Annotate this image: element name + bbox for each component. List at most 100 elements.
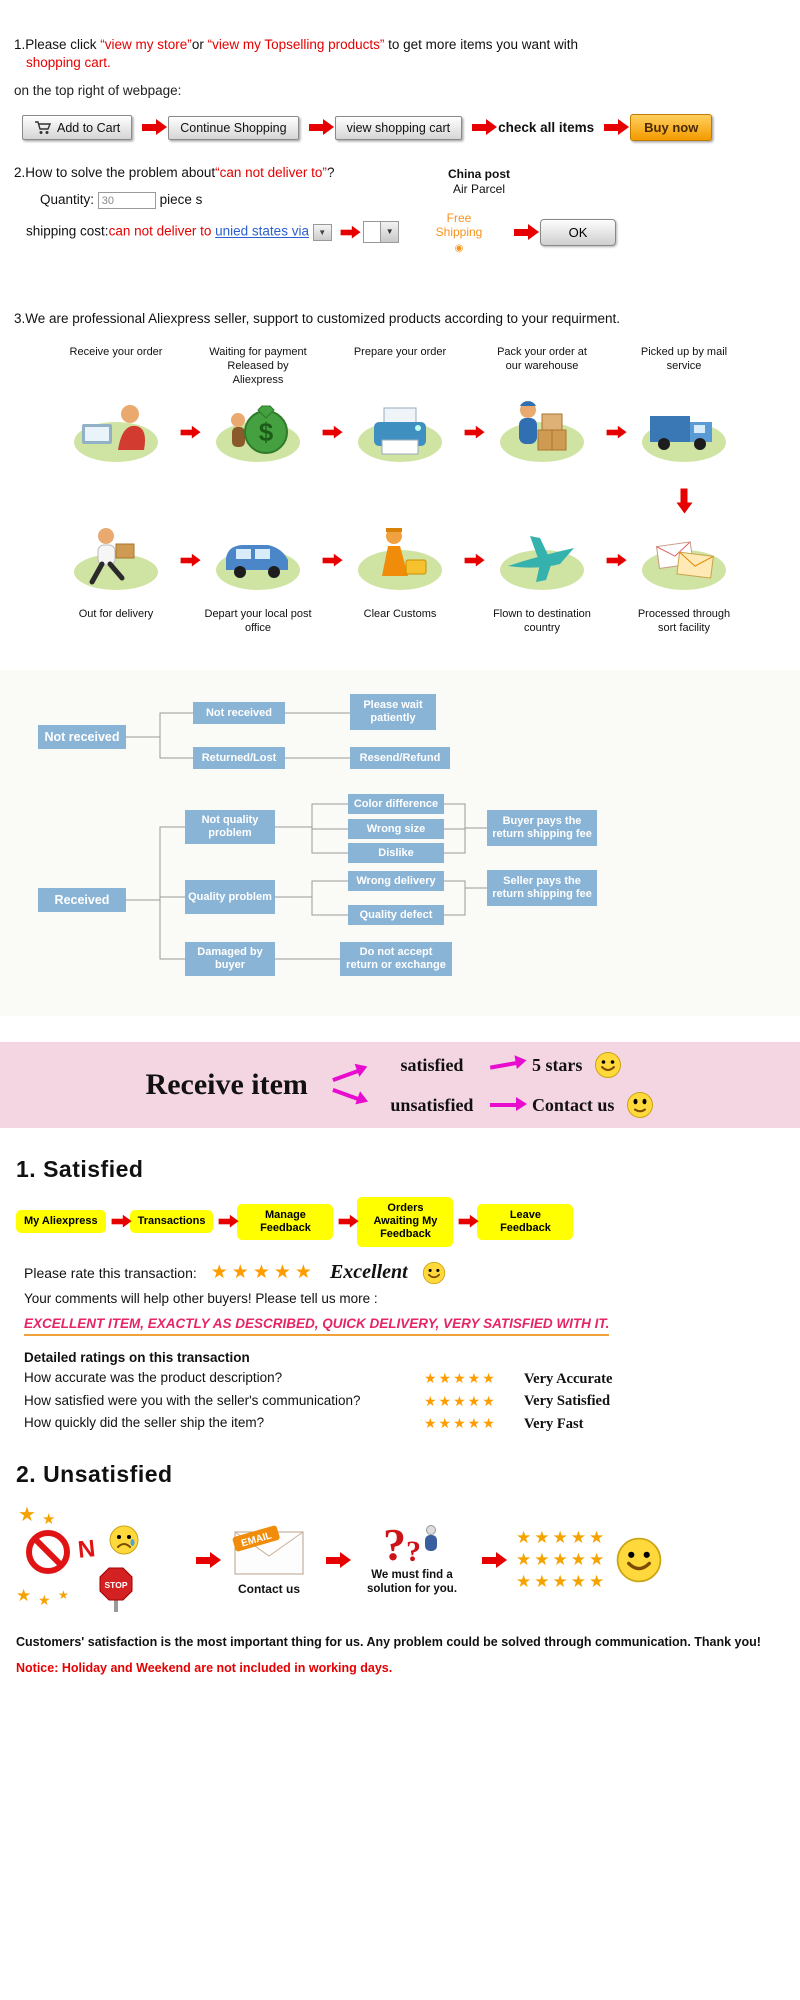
can-not-deliver-text: can not deliver to (108, 223, 216, 239)
section-satisfied: 1. Satisfied My Aliexpress Transactions … (0, 1128, 800, 1435)
flow-node-not-received: Not received (193, 702, 285, 725)
rating-row: How quickly did the seller ship the item… (24, 1413, 800, 1435)
nav-leave-feedback[interactable]: Leave Feedback (477, 1203, 574, 1241)
rating-answer: Very Fast (524, 1415, 584, 1432)
target-icon: ◉ (454, 242, 464, 254)
delivery-man-icon (60, 514, 172, 606)
satisfied-heading: 1. Satisfied (16, 1156, 144, 1183)
split-arrows (332, 1068, 362, 1103)
happy-smiley-icon (595, 1052, 622, 1079)
right-arrow-icon (314, 386, 344, 478)
continue-shopping-label: Continue Shopping (180, 120, 287, 135)
stop-sign-label: STOP (105, 1580, 128, 1590)
contact-us-label: Contact us (531, 1094, 615, 1115)
right-arrow-icon (482, 1551, 507, 1568)
star-icon: ★ (42, 1511, 56, 1529)
china-post-block: China post Air Parcel (448, 167, 510, 197)
five-star-rating[interactable]: ★★★★★ (424, 1392, 497, 1409)
happy-smiley-icon (422, 1261, 445, 1284)
flow-node-dislike: Dislike (348, 843, 444, 864)
left-arrow-icon (314, 514, 344, 606)
solution-step-label: We must find a solution for you. (366, 1568, 458, 1595)
shipping-method-dropdown[interactable]: ▼ (363, 221, 400, 244)
s3-heading: 3.We are professional Aliexpress seller,… (14, 311, 621, 327)
dispute-flowchart: Not received Received Not received Retur… (0, 670, 800, 1017)
satisfied-label: satisfied (400, 1054, 464, 1075)
shipping-flow-grid: Receive your order Waiting for payment R… (60, 344, 740, 648)
right-arrow-icon (326, 1551, 351, 1568)
unsatisfied-heading: 2. Unsatisfied (16, 1461, 173, 1488)
flow-node-buyer-pays: Buyer pays the return shipping fee (487, 810, 597, 847)
flow-node-no-return-exchange: Do not accept return or exchange (340, 942, 452, 977)
right-arrow-icon (514, 224, 539, 241)
section-shipping-process: 3.We are professional Aliexpress seller,… (0, 311, 800, 648)
rating-question: How satisfied were you with the seller's… (24, 1392, 361, 1408)
buy-now-button[interactable]: Buy now (630, 114, 713, 142)
five-star-rating[interactable]: ★★★★★ (424, 1414, 497, 1431)
bad-rating-cluster: ★ ★ ★ ★ ★ N STOP (16, 1502, 178, 1618)
unsatisfied-label: unsatisfied (390, 1094, 474, 1115)
svg-text:$: $ (259, 417, 274, 447)
contact-us-step: EMAIL Contact us (230, 1524, 308, 1596)
check-all-items-label: check all items (498, 120, 595, 136)
customs-officer-icon (344, 514, 456, 606)
add-to-cart-label: Add to Cart (57, 120, 121, 135)
unsatisfied-row: unsatisfied Contact us (386, 1091, 655, 1119)
intro-text: 1.Please click (14, 37, 101, 52)
flow-step-label: Picked up by mail service (640, 346, 728, 372)
nav-manage-feedback[interactable]: Manage Feedback (237, 1203, 334, 1241)
continue-shopping-button[interactable]: Continue Shopping (168, 115, 299, 140)
right-arrow-icon (598, 386, 628, 478)
flow-step-label: Waiting for payment Released by Aliexpre… (209, 346, 307, 386)
webpage-hint-line: on the top right of webpage: (14, 83, 182, 99)
nav-my-aliexpress[interactable]: My Aliexpress (16, 1210, 106, 1234)
quantity-input[interactable] (97, 192, 156, 210)
s2-heading-suffix: ? (326, 165, 335, 181)
view-cart-label: view shopping cart (346, 120, 451, 135)
rating-row: How satisfied were you with the seller's… (24, 1390, 800, 1412)
air-parcel-label: Air Parcel (452, 182, 505, 197)
magenta-arrow-down-icon (332, 1088, 362, 1103)
intro-text-mid: or (191, 37, 208, 52)
right-arrow-icon (219, 1215, 240, 1228)
free-shipping-block: Free Shipping ◉ (428, 211, 490, 255)
footer: Customers' satisfaction is the most impo… (0, 1618, 800, 1677)
right-arrow-icon (459, 1215, 480, 1228)
solution-step: ? ? We must find a solution for you. (360, 1521, 464, 1597)
five-star-rating[interactable]: ★★★★★ (424, 1370, 497, 1387)
star-row: ★★★★★ (516, 1550, 608, 1570)
china-post-label: China post (448, 167, 510, 182)
right-arrow-icon (341, 225, 362, 239)
flow-node-color-difference: Color difference (348, 794, 444, 815)
sad-smiley-icon (109, 1525, 139, 1555)
letter-n: N (76, 1535, 97, 1564)
flow-node-seller-pays: Seller pays the return shipping fee (487, 870, 597, 907)
shopping-cart-line: shopping cart. (26, 54, 111, 70)
view-shopping-cart-button[interactable]: view shopping cart (334, 115, 463, 140)
rating-answer: Very Satisfied (524, 1393, 611, 1410)
airplane-icon (486, 514, 598, 606)
star-icon: ★ (18, 1504, 36, 1527)
united-states-link[interactable]: unied states via (215, 223, 309, 239)
banner-title: Receive item (145, 1068, 308, 1102)
nav-orders-awaiting-feedback[interactable]: Orders Awaiting My Feedback (357, 1197, 454, 1247)
s2-heading-quote: “can not deliver to” (215, 165, 327, 181)
right-arrow-icon (339, 1215, 360, 1228)
country-dropdown[interactable]: ▼ (312, 223, 332, 241)
section-can-not-deliver: 2.How to solve the problem about“can not… (0, 165, 800, 285)
intro-line: 1.Please click “view my store”or “view m… (14, 36, 800, 54)
flow-node-wrong-delivery: Wrong delivery (348, 871, 444, 892)
flow-node-damaged-by-buyer: Damaged by buyer (185, 942, 275, 977)
nav-transactions[interactable]: Transactions (129, 1210, 214, 1234)
star-icon: ★ (58, 1588, 69, 1603)
five-star-rating[interactable]: ★★★★★ (210, 1262, 316, 1284)
ok-button[interactable]: OK (540, 219, 616, 247)
surprised-smiley-icon (627, 1092, 654, 1119)
no-symbol-icon (26, 1530, 70, 1575)
rate-transaction-row: Please rate this transaction: ★★★★★ Exce… (24, 1261, 800, 1285)
receive-order-icon (60, 386, 172, 478)
add-to-cart-button[interactable]: Add to Cart (22, 115, 133, 141)
right-arrow-icon (196, 1551, 221, 1568)
magenta-arrow-icon (489, 1097, 527, 1112)
free-shipping-label: Free Shipping (435, 211, 483, 240)
